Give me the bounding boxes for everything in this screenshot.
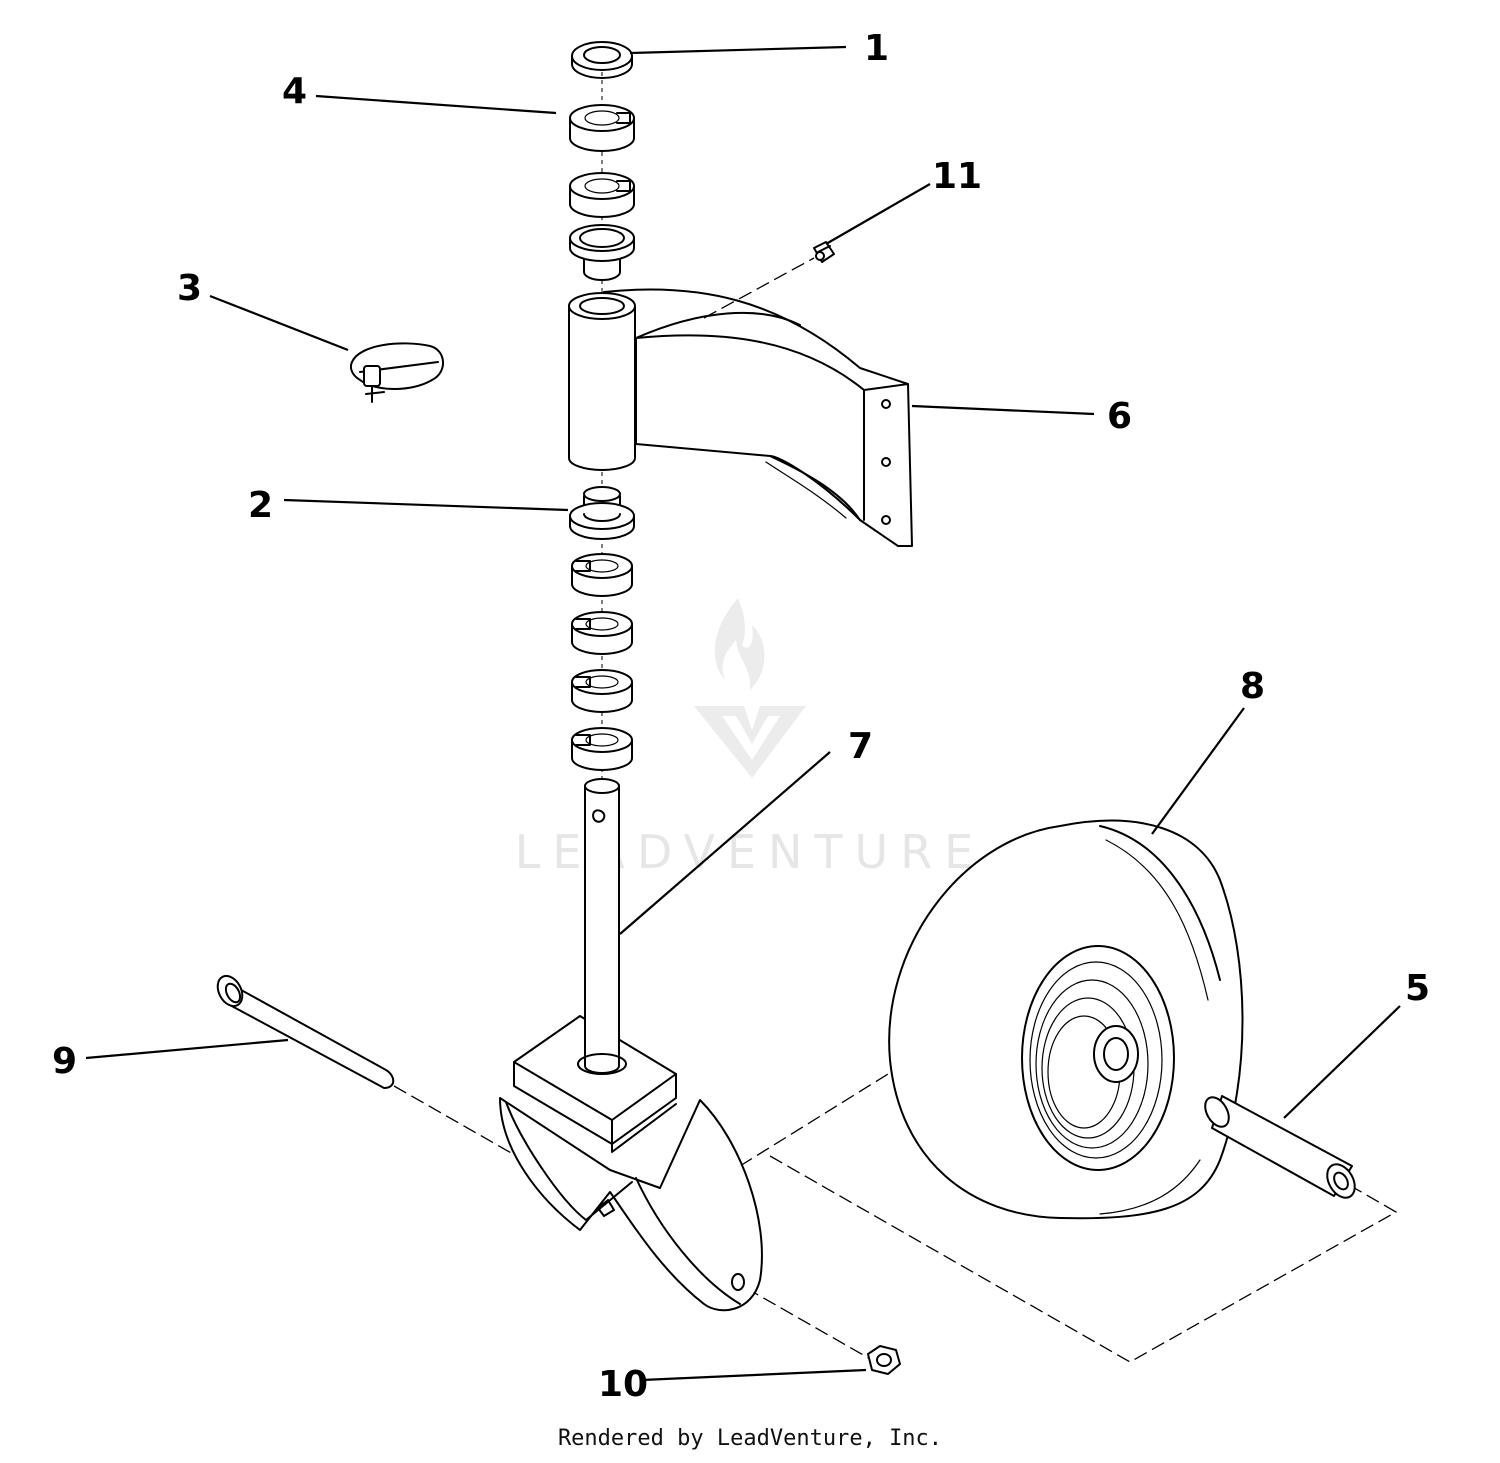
grease-fitting-icon [703, 241, 835, 319]
callout-5: 5 [1405, 968, 1430, 1009]
leader-7 [619, 751, 831, 935]
callout-8: 8 [1240, 666, 1265, 707]
leader-6 [911, 404, 1095, 416]
callout-3: 3 [177, 268, 202, 309]
watermark-v-icon [694, 706, 806, 778]
callout-7: 7 [848, 726, 873, 767]
leader-4 [315, 94, 557, 115]
leader-3 [209, 294, 349, 352]
upper-flange-bushing-icon [569, 224, 635, 281]
leader-5 [1283, 1005, 1401, 1119]
leader-lines [85, 45, 1401, 1382]
callout-10: 10 [598, 1364, 648, 1405]
axle-tube-icon [1204, 1095, 1356, 1199]
spacer-icon-2 [569, 172, 635, 218]
leader-10 [641, 1368, 867, 1382]
callout-2: 2 [248, 485, 273, 526]
callout-11: 11 [932, 156, 982, 197]
leader-11 [825, 183, 931, 245]
callout-6: 6 [1107, 396, 1132, 437]
leader-2 [283, 498, 569, 512]
lower-spacer-icon-2 [571, 611, 633, 655]
leader-9 [85, 1038, 289, 1060]
assembly-lines [393, 1073, 1398, 1363]
lock-nut-icon [867, 1345, 901, 1375]
callouts: 1 2 3 4 5 6 7 8 9 10 11 [52, 28, 1430, 1405]
callout-1: 1 [864, 28, 889, 69]
lower-spacer-icon-3 [571, 669, 633, 713]
flange-bushing-icon [569, 486, 635, 540]
callout-4: 4 [282, 71, 307, 112]
callout-9: 9 [52, 1041, 77, 1082]
watermark-flame-icon [714, 598, 765, 690]
leader-8 [1151, 707, 1245, 835]
hair-pin-clip-icon [350, 342, 444, 403]
caster-arm-icon [568, 288, 913, 547]
footer-text: Rendered by LeadVenture, Inc. [557, 1426, 943, 1451]
spacer-icon [569, 104, 635, 152]
bolt-icon [216, 974, 395, 1089]
leader-1 [629, 45, 847, 55]
caster-fork-icon [499, 778, 763, 1312]
lower-spacer-icon-1 [571, 553, 633, 597]
washer-icon [571, 41, 633, 79]
wheel-tire-icon [888, 819, 1244, 1220]
lower-spacer-icon-4 [571, 727, 633, 771]
